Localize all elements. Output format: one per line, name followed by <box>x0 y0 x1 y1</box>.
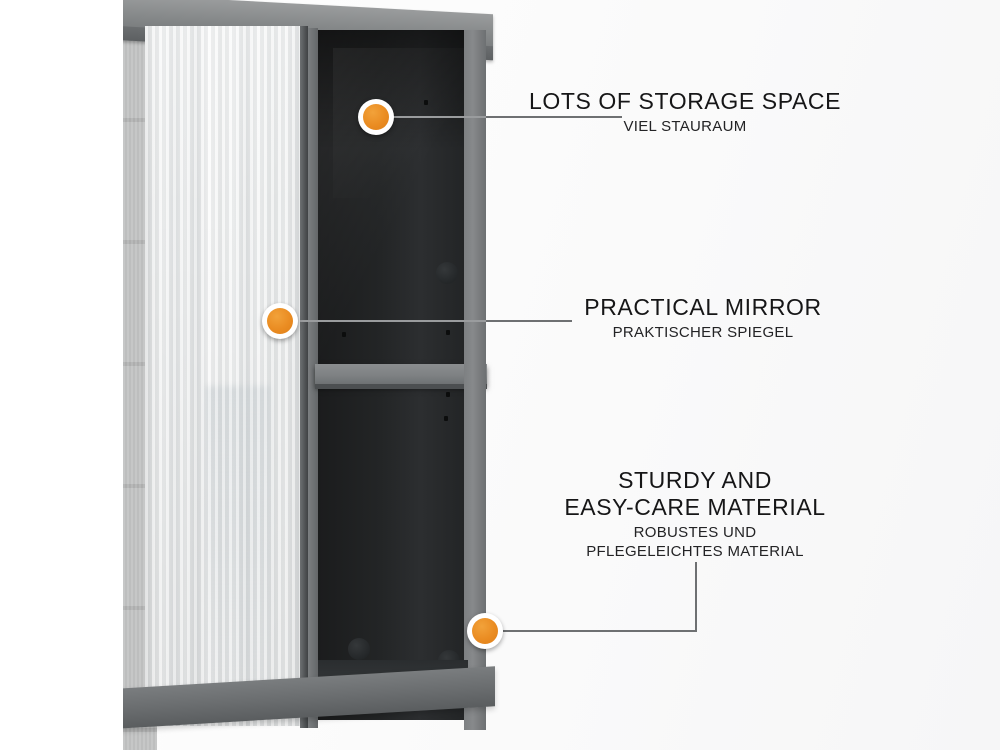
callout-title-material-line2: EASY-CARE MATERIAL <box>564 494 826 520</box>
leader-line-storage <box>486 116 622 118</box>
callout-marker-mirror[interactable] <box>262 303 298 339</box>
shelf-peg-hole <box>444 416 448 421</box>
cabinet-shelf <box>315 364 487 386</box>
callout-title-material-line1: STURDY AND <box>618 467 772 493</box>
leader-line-storage-dark <box>376 116 486 118</box>
leader-line-mirror <box>486 320 572 322</box>
callout-subtitle-mirror: PRAKTISCHER SPIEGEL <box>612 324 794 341</box>
callout-subtitle-material-line1: ROBUSTES UND <box>633 524 757 541</box>
mirror-door <box>145 26 300 726</box>
callout-text-storage: LOTS OF STORAGE SPACE VIEL STAURAUM <box>460 88 910 136</box>
shelf-peg-hole <box>342 332 346 337</box>
callout-text-mirror: PRACTICAL MIRROR PRAKTISCHER SPIEGEL <box>478 294 928 342</box>
product-photo <box>123 0 1000 750</box>
callout-title-storage: LOTS OF STORAGE SPACE <box>528 88 842 114</box>
mirror-cabinet <box>123 0 503 750</box>
cabinet-mounting-hole <box>436 262 458 284</box>
shelf-peg-hole <box>424 100 428 105</box>
door-gap <box>300 26 308 728</box>
cabinet-shelf-edge <box>315 384 487 389</box>
shelf-peg-hole <box>446 392 450 397</box>
marker-dot-icon <box>267 308 293 334</box>
interior-highlight <box>333 48 483 198</box>
marker-dot-icon <box>472 618 498 644</box>
callout-marker-storage[interactable] <box>358 99 394 135</box>
leader-line-material-horizontal <box>503 630 697 632</box>
interior-shadow <box>318 30 483 150</box>
shelf-peg-hole <box>446 330 450 335</box>
cabinet-mounting-hole <box>348 638 370 660</box>
cabinet-right-side-panel <box>464 30 486 730</box>
leader-line-mirror-dark <box>300 320 486 322</box>
mirror-reflection <box>205 386 271 706</box>
callout-subtitle-storage: VIEL STAURAUM <box>623 118 747 135</box>
callout-text-material: STURDY AND EASY-CARE MATERIAL ROBUSTES U… <box>470 467 920 561</box>
callout-title-mirror: PRACTICAL MIRROR <box>584 294 822 320</box>
callout-marker-material[interactable] <box>467 613 503 649</box>
cabinet-left-inner-edge <box>308 28 318 728</box>
marker-dot-icon <box>363 104 389 130</box>
leader-line-material-vertical <box>695 562 697 632</box>
callout-subtitle-material-line2: PFLEGELEICHTES MATERIAL <box>586 543 804 560</box>
